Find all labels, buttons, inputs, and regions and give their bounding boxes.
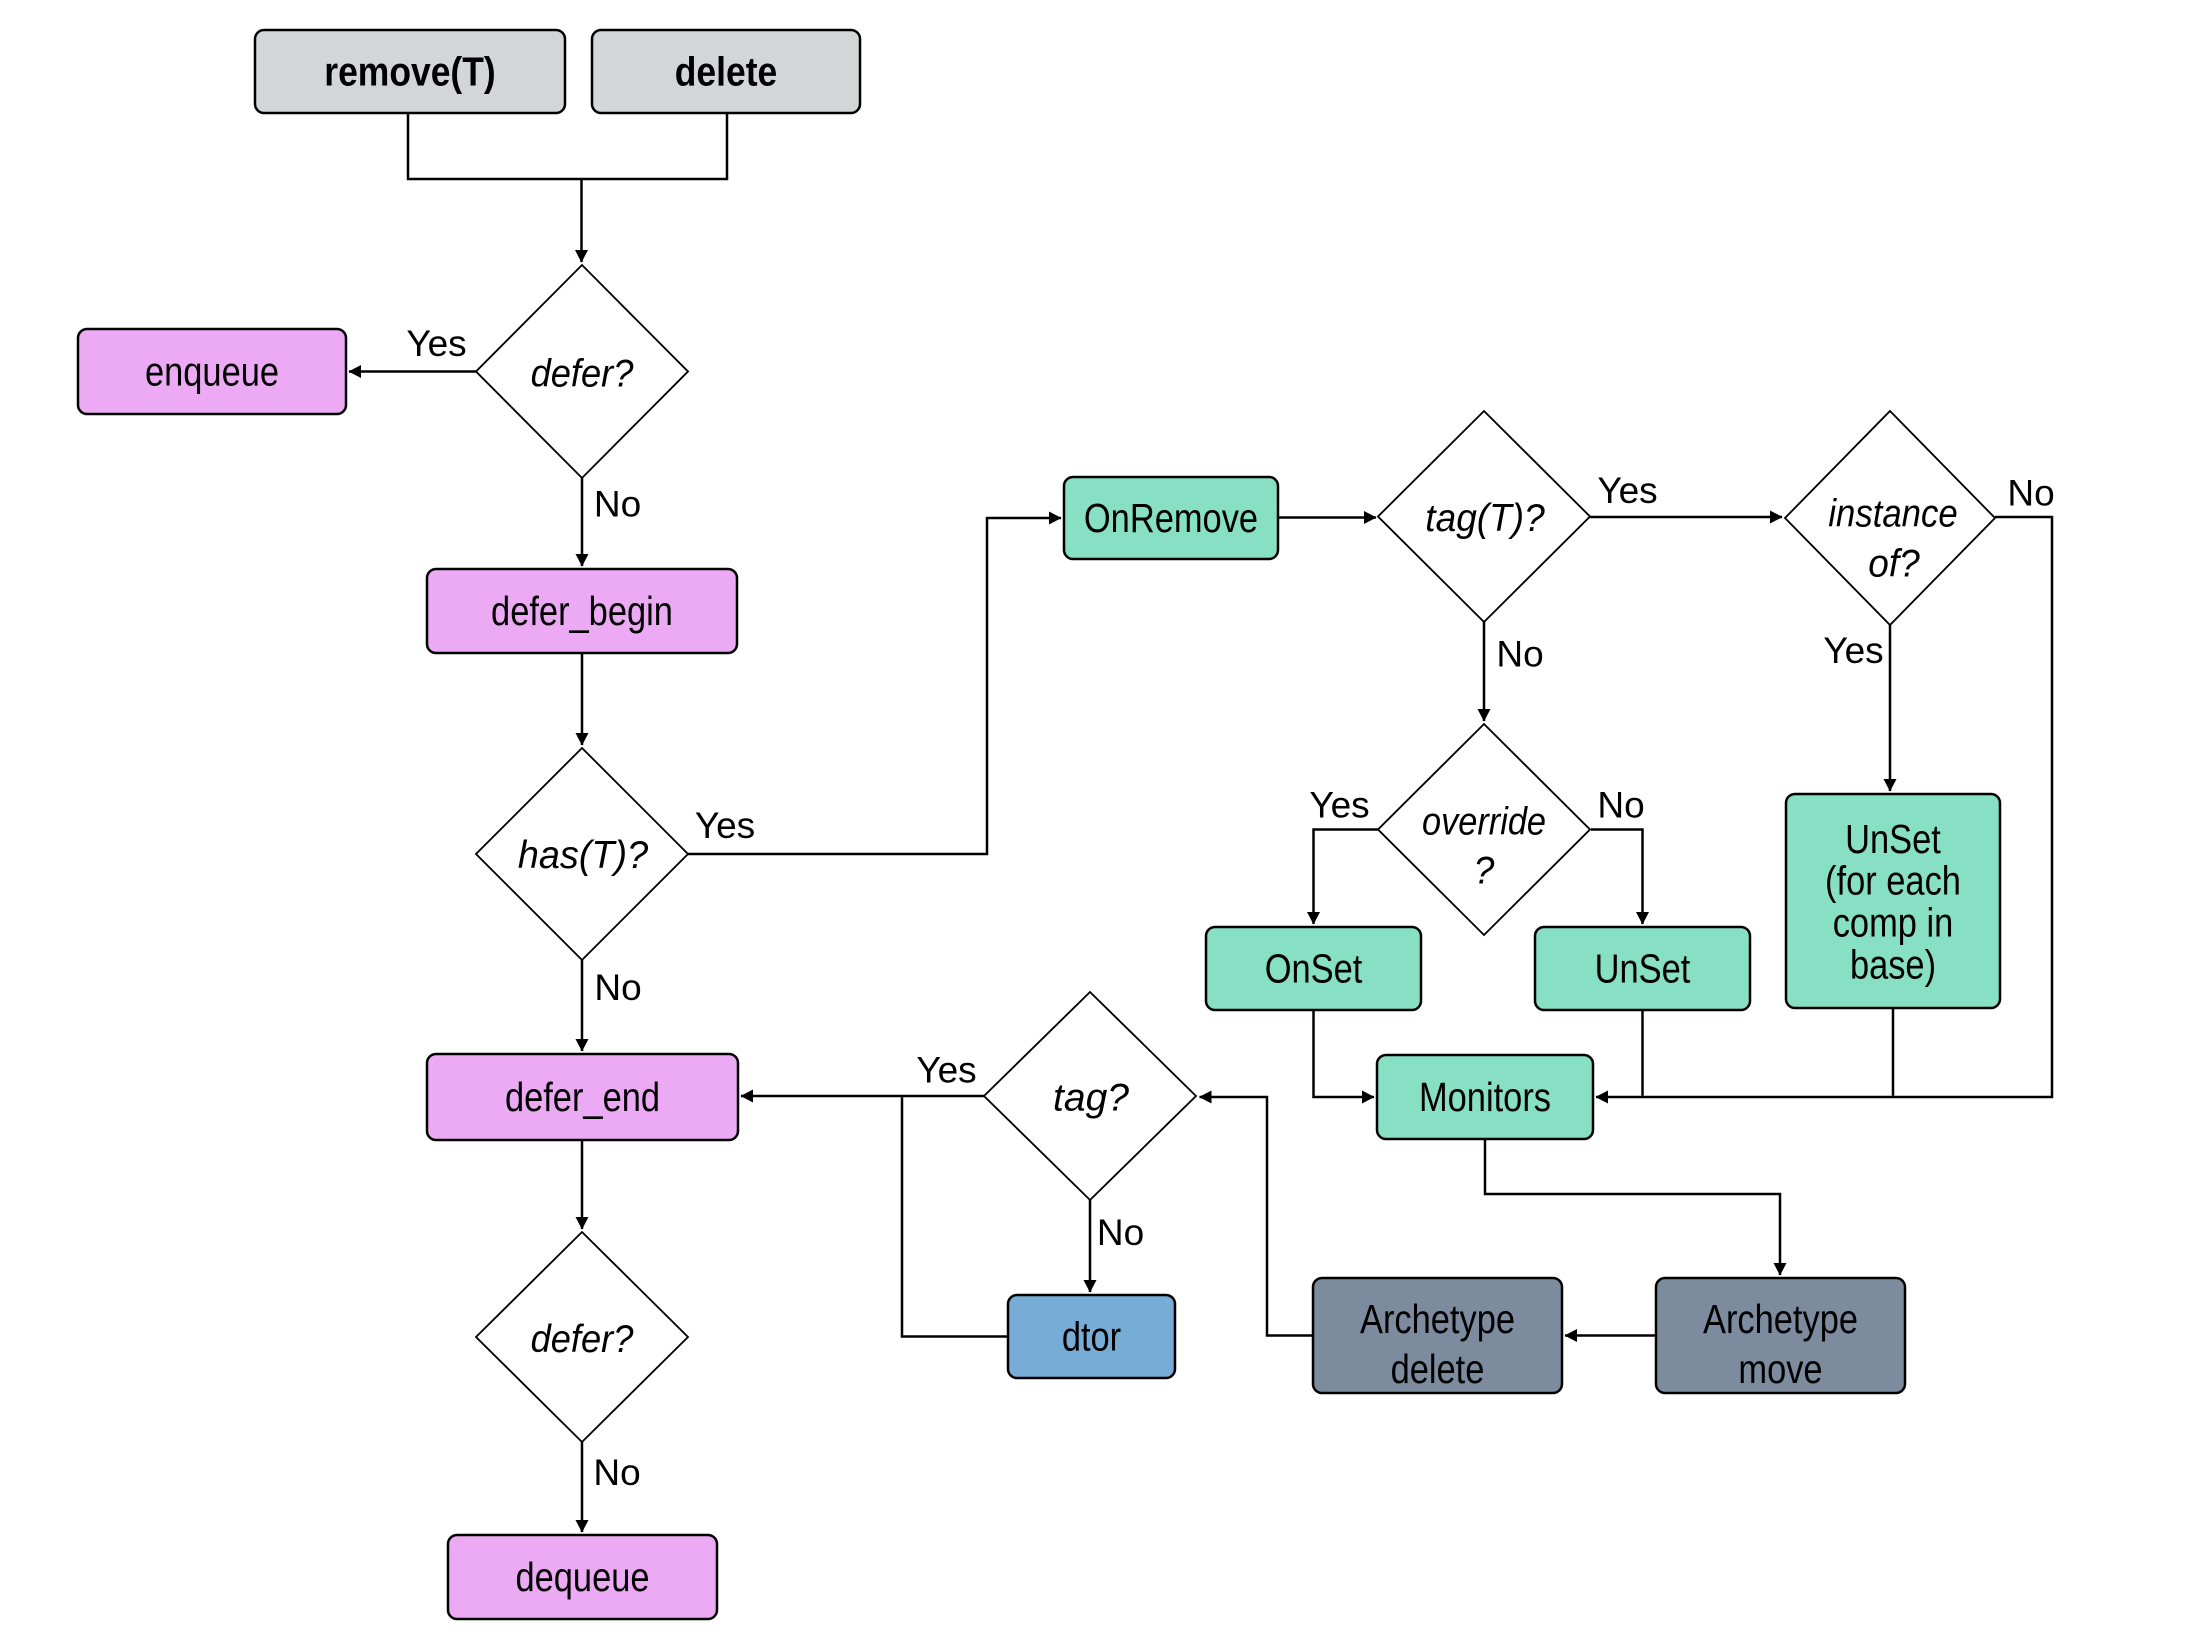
svg-text:defer?: defer? xyxy=(531,1318,634,1361)
svg-text:OnSet: OnSet xyxy=(1265,946,1363,992)
svg-text:No: No xyxy=(1496,634,1543,675)
svg-text:No: No xyxy=(594,967,641,1008)
svg-text:tag?: tag? xyxy=(1053,1077,1129,1120)
svg-text:Yes: Yes xyxy=(1823,630,1883,671)
svg-text:defer_begin: defer_begin xyxy=(491,588,673,634)
svg-text:delete: delete xyxy=(675,49,778,95)
svg-text:move: move xyxy=(1738,1346,1822,1392)
svg-text:No: No xyxy=(1597,785,1644,826)
svg-text:UnSet: UnSet xyxy=(1595,946,1691,992)
svg-text:OnRemove: OnRemove xyxy=(1084,495,1258,541)
svg-text:defer_end: defer_end xyxy=(505,1074,660,1120)
svg-text:Monitors: Monitors xyxy=(1419,1074,1551,1120)
svg-text:Yes: Yes xyxy=(406,323,466,364)
svg-text:remove(T): remove(T) xyxy=(324,49,495,95)
svg-text:No: No xyxy=(593,1452,640,1493)
svg-text:delete: delete xyxy=(1391,1346,1485,1392)
svg-text:(for each: (for each xyxy=(1825,858,1961,904)
svg-text:base): base) xyxy=(1850,942,1936,988)
svg-text:comp in: comp in xyxy=(1833,900,1954,946)
svg-text:Yes: Yes xyxy=(1597,470,1657,511)
svg-text:No: No xyxy=(2007,473,2054,514)
svg-text:dequeue: dequeue xyxy=(516,1554,650,1600)
svg-text:?: ? xyxy=(1474,850,1495,893)
svg-text:of?: of? xyxy=(1868,543,1920,586)
svg-text:Archetype: Archetype xyxy=(1703,1296,1858,1342)
svg-text:tag(T)?: tag(T)? xyxy=(1425,497,1545,540)
svg-text:No: No xyxy=(594,484,641,525)
svg-text:override: override xyxy=(1422,801,1546,844)
svg-text:has(T)?: has(T)? xyxy=(518,834,649,877)
svg-text:No: No xyxy=(1097,1212,1144,1253)
svg-text:Archetype: Archetype xyxy=(1360,1296,1515,1342)
svg-text:defer?: defer? xyxy=(531,353,634,396)
svg-text:Yes: Yes xyxy=(1309,785,1369,826)
svg-text:dtor: dtor xyxy=(1062,1314,1121,1360)
svg-text:instance: instance xyxy=(1828,493,1957,536)
svg-text:UnSet: UnSet xyxy=(1845,816,1941,862)
svg-text:Yes: Yes xyxy=(916,1050,976,1091)
svg-text:enqueue: enqueue xyxy=(145,349,279,395)
svg-text:Yes: Yes xyxy=(695,805,755,846)
